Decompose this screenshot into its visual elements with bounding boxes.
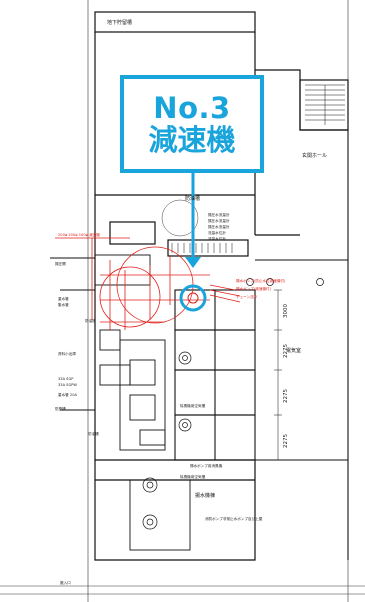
label-lower-d: 消防ポンプ非常止水ポンプ及び上屋 — [205, 516, 263, 521]
label-upper: 防油槽 — [185, 195, 200, 202]
dimension-d3: 2275 — [283, 389, 289, 403]
level-note-4: 集水管 — [58, 302, 69, 307]
label-entrance-hall: 玄関ホール — [302, 152, 327, 159]
label-underground-tank: 地下貯留槽 — [107, 19, 132, 26]
callout-line1: No.3 — [153, 90, 231, 125]
label-side-1: 揚圧開 — [55, 261, 66, 266]
stair-upper — [305, 84, 345, 125]
red-note-2: 揚水ポンプ(減速機付) — [236, 286, 272, 291]
label-entrance-bottom: 搬入口 — [60, 580, 71, 585]
stair-mid — [171, 243, 233, 253]
red-note-3: チェーン送り — [236, 294, 257, 299]
red-note-1: 揚水ポンプ(防止水位減速機付) — [236, 278, 286, 283]
level-note-5: 重水管 20A — [58, 392, 77, 397]
label-side-3: 資料小出庫 — [58, 351, 76, 356]
label-lower-c: 除臭機用空気槽 — [180, 474, 206, 479]
callout-line2: 減速機 — [148, 123, 236, 157]
equipment-item: 揚圧水流量計 — [208, 224, 230, 229]
dimension-d2: 2275 — [283, 344, 289, 358]
callout-box: No.3 減速機 — [120, 75, 264, 173]
equipment-item: 流量水位計 — [208, 230, 226, 235]
level-note-1: 33A SGP — [58, 377, 74, 381]
tank-rooms — [174, 130, 349, 560]
equipment-item: 流量水位計 — [208, 236, 226, 241]
equipment-list: 揚圧水流量計 揚圧水流量計 揚圧水流量計 流量水位計 流量水位計 — [208, 212, 230, 241]
label-lower-e: 防臭槽 — [55, 406, 66, 411]
label-lower-b: 除臭機用空気槽 — [180, 403, 206, 408]
label-lower-a: 揚水ポンプ用消臭機 — [190, 463, 223, 468]
label-side-4: 防油槽 — [88, 431, 99, 436]
mechanical-left — [50, 254, 191, 551]
level-note-2: 33A SGPW — [58, 383, 77, 387]
equipment-circles — [142, 199, 324, 530]
equipment-item: 揚圧水流量計 — [208, 212, 230, 217]
highlight-target — [179, 284, 207, 312]
label-side-2: 防油槽 — [85, 318, 96, 323]
red-note-top: 200φ 200φ 100φ 減速機 — [58, 232, 100, 237]
red-piping — [55, 237, 241, 330]
dimension-d4: 2275 — [283, 434, 289, 448]
callout-leader — [185, 173, 201, 268]
level-note-3: 重水管 — [58, 296, 69, 301]
dimension-d1: 3000 — [283, 304, 289, 318]
dimension-lines — [274, 289, 282, 461]
equipment-item: 揚圧水流量計 — [208, 218, 230, 223]
label-electrical-room: 電気室 — [286, 347, 301, 354]
label-pump-room: 揚水機棟 — [195, 492, 215, 499]
